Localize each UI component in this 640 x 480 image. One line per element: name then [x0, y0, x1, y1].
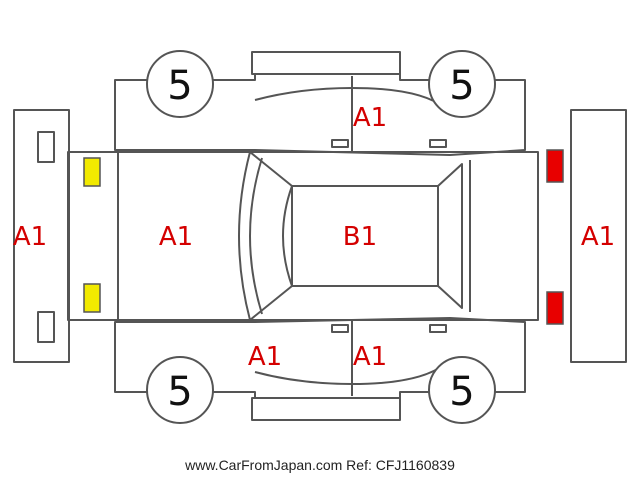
taillight-upper-marker — [546, 149, 564, 183]
car-body-top-view — [67, 151, 539, 321]
rear-bumper — [570, 109, 627, 363]
roof-label: B1 — [343, 222, 377, 252]
tire-rear-right — [428, 356, 496, 424]
left-rear-door-label: A1 — [353, 342, 387, 372]
tire-front-right — [428, 50, 496, 118]
front-bumper-label: A1 — [13, 222, 47, 252]
tire-front-right-value: 5 — [449, 63, 474, 109]
taillight-lower-marker — [546, 291, 564, 325]
tire-front-left — [146, 50, 214, 118]
hood-label: A1 — [159, 222, 193, 252]
source-reference: www.CarFromJapan.com Ref: CFJ1160839 — [184, 457, 455, 473]
left-front-door-label: A1 — [248, 342, 282, 372]
tire-rear-right-value: 5 — [449, 369, 474, 415]
top-side-skirt — [251, 51, 401, 75]
top-side-panel — [114, 73, 526, 156]
right-rear-door-label: A1 — [353, 103, 387, 133]
bottom-side-skirt — [251, 397, 401, 421]
tire-rear-left-value: 5 — [167, 369, 192, 415]
rear-bumper-label: A1 — [581, 222, 615, 252]
tire-front-left-value: 5 — [167, 63, 192, 109]
headlight-lower-marker — [83, 283, 101, 313]
headlight-upper-marker — [83, 157, 101, 187]
tire-rear-left — [146, 356, 214, 424]
